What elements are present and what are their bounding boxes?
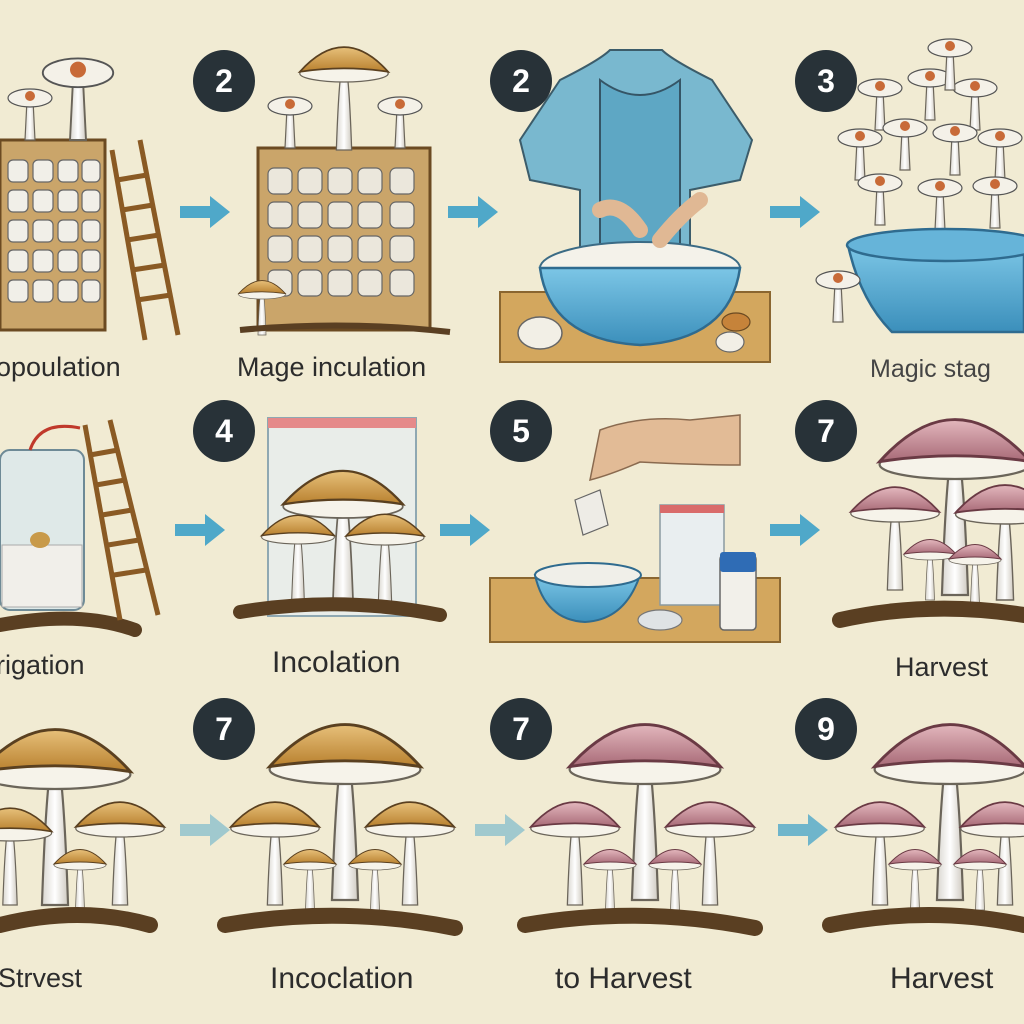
panel-7-sprinkling-spores — [489, 414, 781, 643]
caption-1: opoulation — [0, 352, 121, 382]
arrow-3 — [770, 196, 820, 228]
arrow-8 — [475, 814, 525, 846]
step-badge-6: 7 — [795, 400, 857, 462]
caption-5: Incolation — [272, 646, 401, 679]
arrow-2 — [448, 196, 498, 228]
caption-4: rigation — [0, 650, 85, 680]
panel-10-tan-mushroom-cluster — [217, 723, 463, 936]
step-badge-2: 2 — [490, 50, 552, 112]
panel-2-shelf-rack — [238, 46, 451, 336]
caption-6: Harvest — [895, 652, 989, 682]
panel-4-bowl-of-mushrooms — [815, 38, 1024, 334]
arrow-5 — [440, 514, 490, 546]
panel-9-tan-mushroom-cluster — [0, 728, 166, 933]
step-badge-8: 7 — [490, 698, 552, 760]
step-badge-4: 4 — [193, 400, 255, 462]
step-badge-9: 9 — [795, 698, 857, 760]
step-badge-5: 5 — [490, 400, 552, 462]
step-badge-7: 7 — [193, 698, 255, 760]
caption-10: Harvest — [890, 962, 994, 995]
caption-8: Incoclation — [270, 962, 414, 995]
arrow-1 — [180, 196, 230, 228]
arrow-4 — [175, 514, 225, 546]
caption-2: Mage inculation — [237, 352, 427, 382]
arrow-7 — [180, 814, 230, 846]
panel-8-pink-mushroom-cluster — [832, 418, 1024, 628]
caption-9: to Harvest — [555, 962, 692, 995]
panel-11-pink-mushroom-cluster — [517, 723, 763, 936]
panel-12-pink-mushroom-cluster — [822, 723, 1024, 933]
caption-7: Strvest — [0, 963, 83, 993]
arrow-6 — [770, 514, 820, 546]
step-badge-3: 3 — [795, 50, 857, 112]
panel-3-mixing-bowl — [499, 49, 771, 363]
panel-6-bag-mushrooms — [233, 417, 447, 622]
step-badge-1: 2 — [193, 50, 255, 112]
panel-1-shelf-rack — [0, 57, 181, 341]
panel-5-jar-and-ladder — [0, 419, 161, 637]
caption-3: Magic stag — [870, 355, 991, 383]
arrow-9 — [778, 814, 828, 846]
